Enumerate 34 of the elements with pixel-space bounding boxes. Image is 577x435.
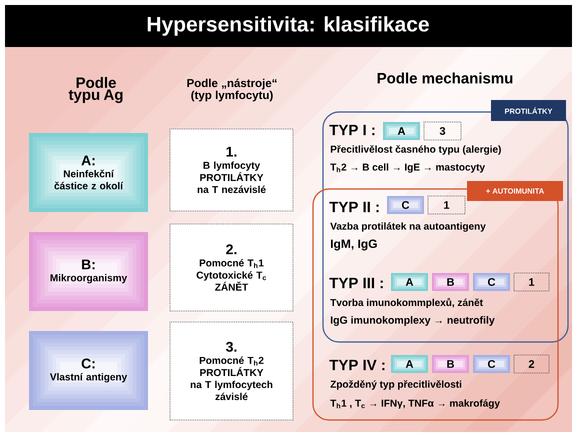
type-heading: TYP III : <box>329 278 383 288</box>
description-text: Přecitlivělost časného typu (alergie) <box>330 145 501 155</box>
antigen-box: B: Mikroorganismy <box>29 232 148 311</box>
type-heading: TYP I : <box>329 124 374 136</box>
lymphocyte-box: 3. Pomocné T$_{h}$2 PROTILÁTKY na T lymfocytech závislé <box>170 322 294 420</box>
letter-tag: C <box>473 355 510 373</box>
letter-tag: B <box>432 355 469 373</box>
letter-tag: A <box>391 273 428 291</box>
type-heading: TYP IV : <box>329 360 384 370</box>
column-heading: Podle typu Ag <box>68 76 122 104</box>
description-text: IgG imunokomplexy → neutrofily <box>330 316 495 326</box>
letter-tag: A <box>383 122 420 140</box>
number-tag: 1 <box>428 196 466 214</box>
description-text: IgM, IgG <box>331 240 377 250</box>
letter-tag: B <box>432 273 469 291</box>
slide-title: Hypersensitivita: klasifikace <box>5 5 572 47</box>
lymphocyte-box: 2. Pomocné T$_{h}$1 Cytotoxické T$_{c}$ ZÁNĚT <box>170 224 294 312</box>
number-tag: 2 <box>514 354 550 374</box>
column-heading: Podle „nástroje“ (typ lymfocytu) <box>187 78 277 102</box>
column-heading: Podle mechanismu <box>378 72 512 84</box>
type-heading: TYP II : <box>329 202 379 212</box>
antigen-box: A: Neinfekční částice z okolí <box>29 133 148 212</box>
number-tag: 1 <box>514 272 550 292</box>
description-text: Vazba protilátek na autoantigeny <box>330 222 486 232</box>
lymphocyte-box: 1. B lymfocyty PROTILÁTKY na T nezávislé <box>170 128 294 212</box>
number-tag: 3 <box>424 122 462 140</box>
letter-tag: A <box>391 355 428 373</box>
description-text: T$_{h}$2 → B cell → IgE → mastocyty <box>330 163 485 173</box>
description-text: Zpožděný typ přecitlivělosti <box>330 380 462 390</box>
letter-tag: C <box>473 273 510 291</box>
antigen-box: C: Vlastní antigeny <box>29 331 148 410</box>
description-text: T$_{h}$1 , T$_{c}$ → IFNγ, TNFα → makrofágy <box>330 399 500 409</box>
letter-tag: C <box>387 196 424 214</box>
description-text: Tvorba imunokommplexů, zánět <box>330 298 483 308</box>
